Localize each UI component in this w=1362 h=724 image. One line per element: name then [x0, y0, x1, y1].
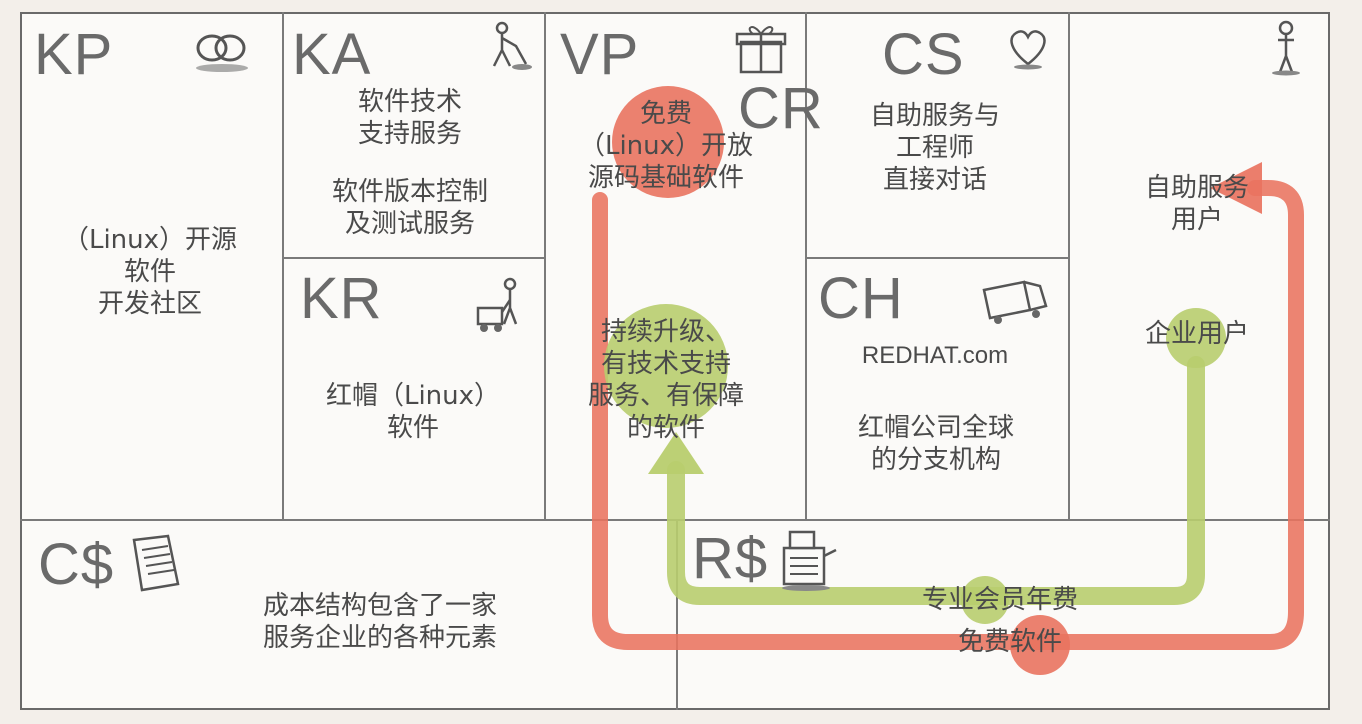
- cs-text-self-service: 自助服务 用户: [1144, 173, 1249, 235]
- ka-code: KA: [292, 22, 372, 87]
- cs-code: CS: [882, 22, 965, 87]
- cost-code: C$: [38, 532, 115, 597]
- green-node-cs: [1166, 308, 1226, 368]
- kr-code: KR: [300, 266, 383, 331]
- ka-text-version: 软件版本控制 及测试服务: [331, 177, 488, 239]
- vp-text-free: 免费 （Linux）开放 源码基础软件: [578, 99, 754, 193]
- red-flow-arrowhead: [1210, 162, 1262, 214]
- cs-text-enterprise: 企业用户: [1144, 319, 1249, 349]
- ka-text-support: 软件技术 支持服务: [357, 87, 462, 149]
- revenue-text-membership: 专业会员年费: [921, 585, 1078, 615]
- red-node-vp: [612, 86, 724, 198]
- kp-code: KP: [34, 22, 114, 87]
- green-flow-arrowhead: [648, 432, 704, 474]
- red-flow-path: [592, 180, 1304, 650]
- receipt-icon: [120, 532, 190, 598]
- green-node-vp: [604, 304, 728, 428]
- divider-kp-right: [282, 12, 284, 520]
- rings-icon: [190, 28, 254, 78]
- ch-text: 红帽公司全球 的分支机构: [857, 413, 1014, 475]
- person-icon: [1268, 20, 1304, 80]
- green-node-revenue: [961, 576, 1009, 624]
- divider-cost-revenue: [676, 519, 678, 710]
- gift-box-icon: [735, 20, 791, 80]
- cash-register-icon: [776, 526, 842, 598]
- truck-icon: [980, 276, 1052, 332]
- kp-text: （Linux）开源 软件 开发社区: [62, 225, 238, 319]
- green-flow-path: [667, 356, 1205, 605]
- kr-text: 红帽（Linux） 软件: [325, 381, 501, 443]
- revenue-code: R$: [692, 526, 769, 591]
- worker-machine-icon: [474, 276, 530, 338]
- cost-text: 成本结构包含了一家 服务企业的各种元素: [262, 591, 497, 653]
- worker-mopping-icon: [482, 20, 534, 76]
- cr-code: CR: [738, 76, 824, 141]
- heart-icon: [1004, 26, 1052, 74]
- ch-site: REDHAT.com: [861, 342, 1009, 369]
- divider-vp-right: [805, 12, 807, 520]
- divider-ka-right: [544, 12, 546, 520]
- vp-text-upgrade: 持续升级、 有技术支持 服务、有保障 的软件: [587, 317, 744, 443]
- divider-ka-kr: [282, 257, 545, 259]
- revenue-text-free: 免费软件: [957, 627, 1062, 657]
- divider-cr-right: [1068, 12, 1070, 520]
- divider-cr-ch: [805, 257, 1069, 259]
- ch-code: CH: [818, 266, 904, 331]
- red-node-revenue: [1010, 615, 1070, 675]
- cr-text: 自助服务与 工程师 直接对话: [869, 101, 1000, 195]
- vp-code: VP: [560, 22, 640, 87]
